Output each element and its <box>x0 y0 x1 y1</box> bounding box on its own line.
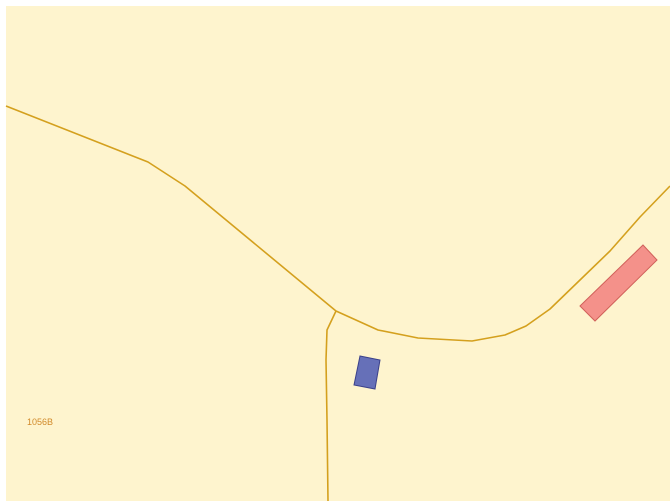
building-red[interactable] <box>579 244 658 322</box>
parcel-label: 1056B <box>27 417 53 427</box>
boundary-line-lower[interactable] <box>335 185 670 342</box>
boundary-line-vertical[interactable] <box>325 310 337 501</box>
boundary-line-upper[interactable] <box>5 105 337 312</box>
land-area <box>6 6 670 501</box>
building-blue[interactable] <box>353 355 381 390</box>
